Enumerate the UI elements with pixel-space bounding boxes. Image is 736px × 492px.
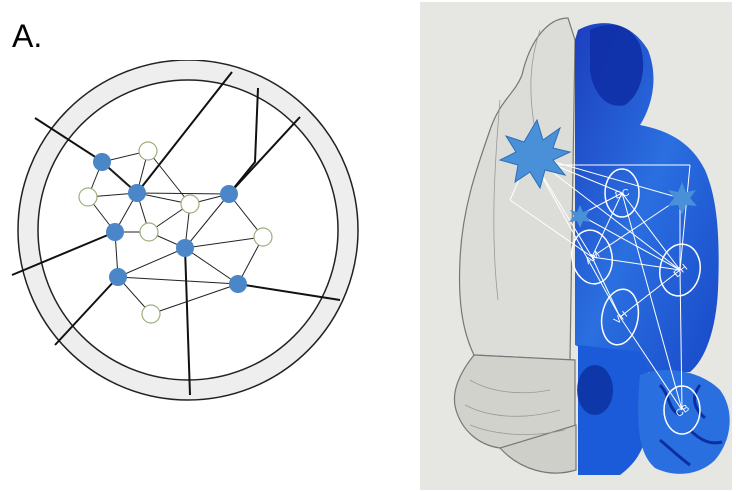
- node-filled: [229, 275, 247, 293]
- node-empty: [141, 304, 161, 324]
- left-hemisphere: [453, 17, 577, 474]
- node-empty: [138, 141, 158, 161]
- node-filled: [109, 268, 127, 286]
- region-am-ellipse: [571, 229, 613, 285]
- network-nodes: [78, 141, 273, 324]
- node-filled: [176, 239, 194, 257]
- panel-a-label: A.: [12, 18, 43, 54]
- node-filled: [93, 153, 111, 171]
- boundary-lines: [11, 71, 341, 396]
- lesion-star-large: [498, 118, 572, 190]
- region-dh-ellipse: [659, 243, 701, 297]
- region-label-dc: DC: [614, 187, 631, 201]
- stained-hemisphere: [575, 23, 730, 475]
- node-filled: [128, 184, 146, 202]
- node-filled: [106, 223, 124, 241]
- region-ellipses: [571, 168, 701, 435]
- node-empty: [180, 194, 200, 214]
- region-cb-ellipse: [663, 385, 701, 435]
- region-dc-ellipse: [604, 168, 640, 218]
- region-vh-ellipse: [600, 288, 640, 346]
- node-empty: [78, 187, 98, 207]
- node-empty: [253, 227, 273, 247]
- brain-illustration: DC AM DH VH CB: [420, 2, 732, 490]
- lesion-star-small: [668, 182, 697, 215]
- node-empty: [139, 222, 159, 242]
- node-filled: [220, 185, 238, 203]
- lesion-star-tiny: [569, 205, 591, 228]
- network-diagram: [11, 60, 359, 401]
